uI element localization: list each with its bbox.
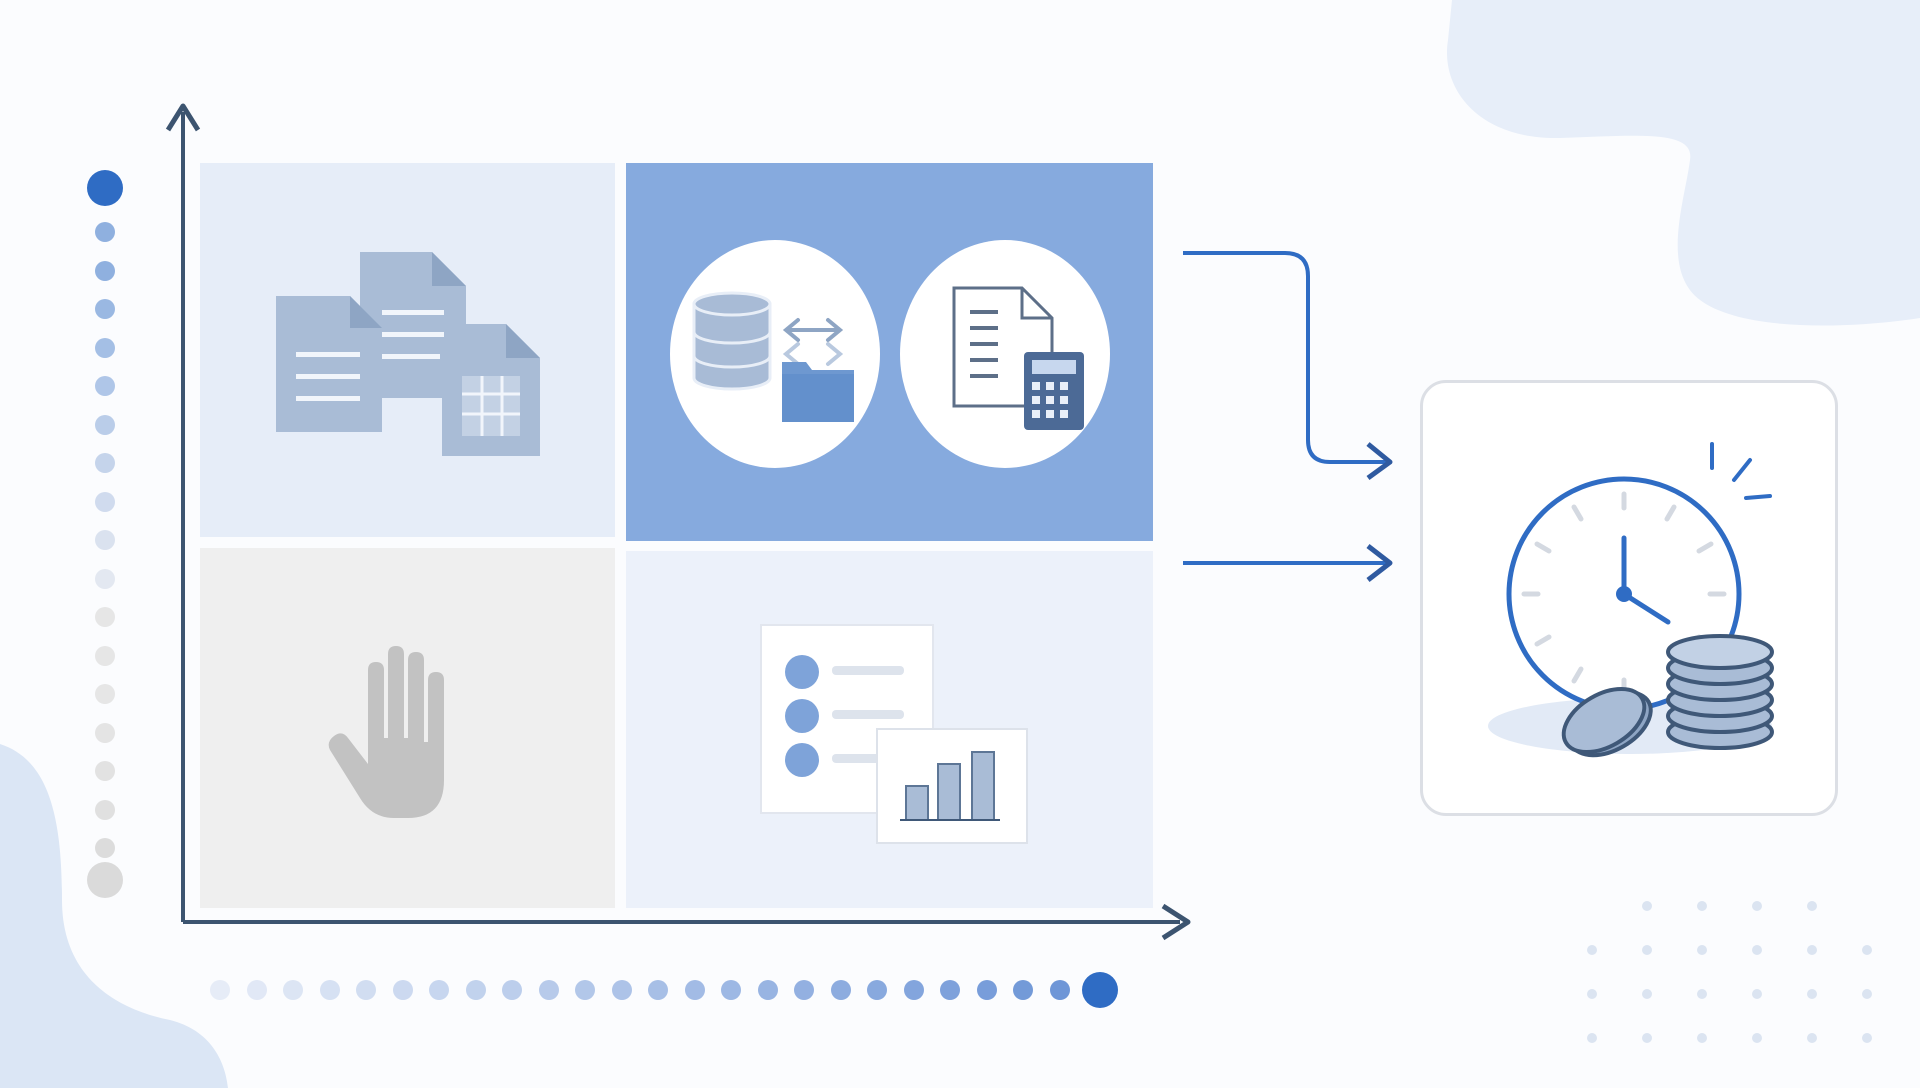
- scale-dot: [95, 684, 115, 704]
- scale-dot: [95, 376, 115, 396]
- scale-dot: [903, 980, 924, 1000]
- grid-dot: [1807, 1033, 1817, 1043]
- scale-dot-bottom: [87, 862, 123, 898]
- y-axis-arrowhead: [165, 103, 201, 132]
- scale-dot-top: [87, 170, 123, 206]
- scale-dot: [794, 980, 814, 1000]
- checklist-icon: [785, 655, 904, 777]
- scale-dot: [95, 337, 115, 358]
- grid-dot: [1642, 901, 1652, 911]
- grid-dot: [1587, 945, 1597, 955]
- scale-dot: [611, 980, 632, 1000]
- bar-chart-card: [876, 728, 1028, 844]
- grid-dot: [1752, 901, 1762, 911]
- scale-dot: [502, 980, 522, 1000]
- grid-dot: [1752, 1033, 1762, 1043]
- grid-dot: [1807, 989, 1817, 999]
- x-axis-arrowhead: [1161, 903, 1191, 941]
- database-transfer-icon: [692, 291, 854, 422]
- scale-dot: [95, 799, 115, 820]
- grid-dot: [1587, 989, 1597, 999]
- documents-icon: [276, 252, 540, 456]
- coins-icon: [1561, 634, 1774, 758]
- clock-coins-icon: [1488, 442, 1774, 758]
- grid-dot: [1697, 945, 1707, 955]
- scale-dot: [95, 722, 115, 743]
- grid-dot: [1807, 945, 1817, 955]
- grid-dot: [1862, 1033, 1872, 1043]
- grid-dot: [1587, 1033, 1597, 1043]
- grid-dot: [1642, 945, 1652, 955]
- scale-dot: [976, 980, 997, 1000]
- scale-dot: [392, 980, 413, 1000]
- scale-dot: [95, 299, 115, 319]
- scale-dot: [95, 761, 115, 781]
- scale-dot: [1013, 980, 1033, 1000]
- arrow-top-head: [1366, 442, 1393, 481]
- scale-dot: [283, 980, 303, 1000]
- grid-dot: [1697, 1033, 1707, 1043]
- scale-dot: [684, 980, 705, 1000]
- arrow-bottom-head: [1366, 544, 1393, 582]
- scale-dot: [95, 414, 115, 435]
- grid-dot: [1697, 989, 1707, 999]
- scale-dot: [356, 980, 376, 1000]
- scale-dot: [95, 568, 115, 589]
- scale-dot: [1049, 980, 1070, 1000]
- scale-dot: [95, 222, 115, 242]
- grid-dot: [1752, 989, 1762, 999]
- grid-dot: [1697, 901, 1707, 911]
- grid-dot: [1752, 945, 1762, 955]
- scale-dot: [319, 980, 340, 1000]
- quadrant-bottom-left: [200, 548, 615, 908]
- scale-dot: [246, 980, 267, 1000]
- grid-dot: [1862, 945, 1872, 955]
- scale-dot: [95, 491, 115, 512]
- scale-dot: [830, 980, 851, 1000]
- scale-dot: [465, 980, 486, 1000]
- bar-chart-icon: [900, 751, 1000, 821]
- scale-dot: [940, 980, 960, 1000]
- scale-dot: [95, 453, 115, 473]
- arrow-top-connector: [1183, 251, 1390, 464]
- scale-dot: [95, 645, 115, 666]
- scale-dot: [867, 980, 887, 1000]
- scale-dot: [95, 838, 115, 858]
- grid-dot: [1642, 989, 1652, 999]
- scale-dot: [757, 980, 778, 1000]
- grid-dot: [1807, 901, 1817, 911]
- scale-dot-end: [1082, 972, 1118, 1008]
- scale-dot: [95, 607, 115, 627]
- scale-dot: [210, 980, 230, 1000]
- scale-dot: [721, 980, 741, 1000]
- scale-dot: [95, 530, 115, 550]
- scale-dot: [575, 980, 595, 1000]
- grid-dot: [1862, 989, 1872, 999]
- scale-dot: [429, 980, 449, 1000]
- scale-dot: [95, 260, 115, 281]
- hand-stop-icon: [328, 646, 444, 818]
- scale-dot: [648, 980, 668, 1000]
- scale-dot: [538, 980, 559, 1000]
- grid-dot: [1642, 1033, 1652, 1043]
- document-calculator-icon: [952, 286, 1084, 430]
